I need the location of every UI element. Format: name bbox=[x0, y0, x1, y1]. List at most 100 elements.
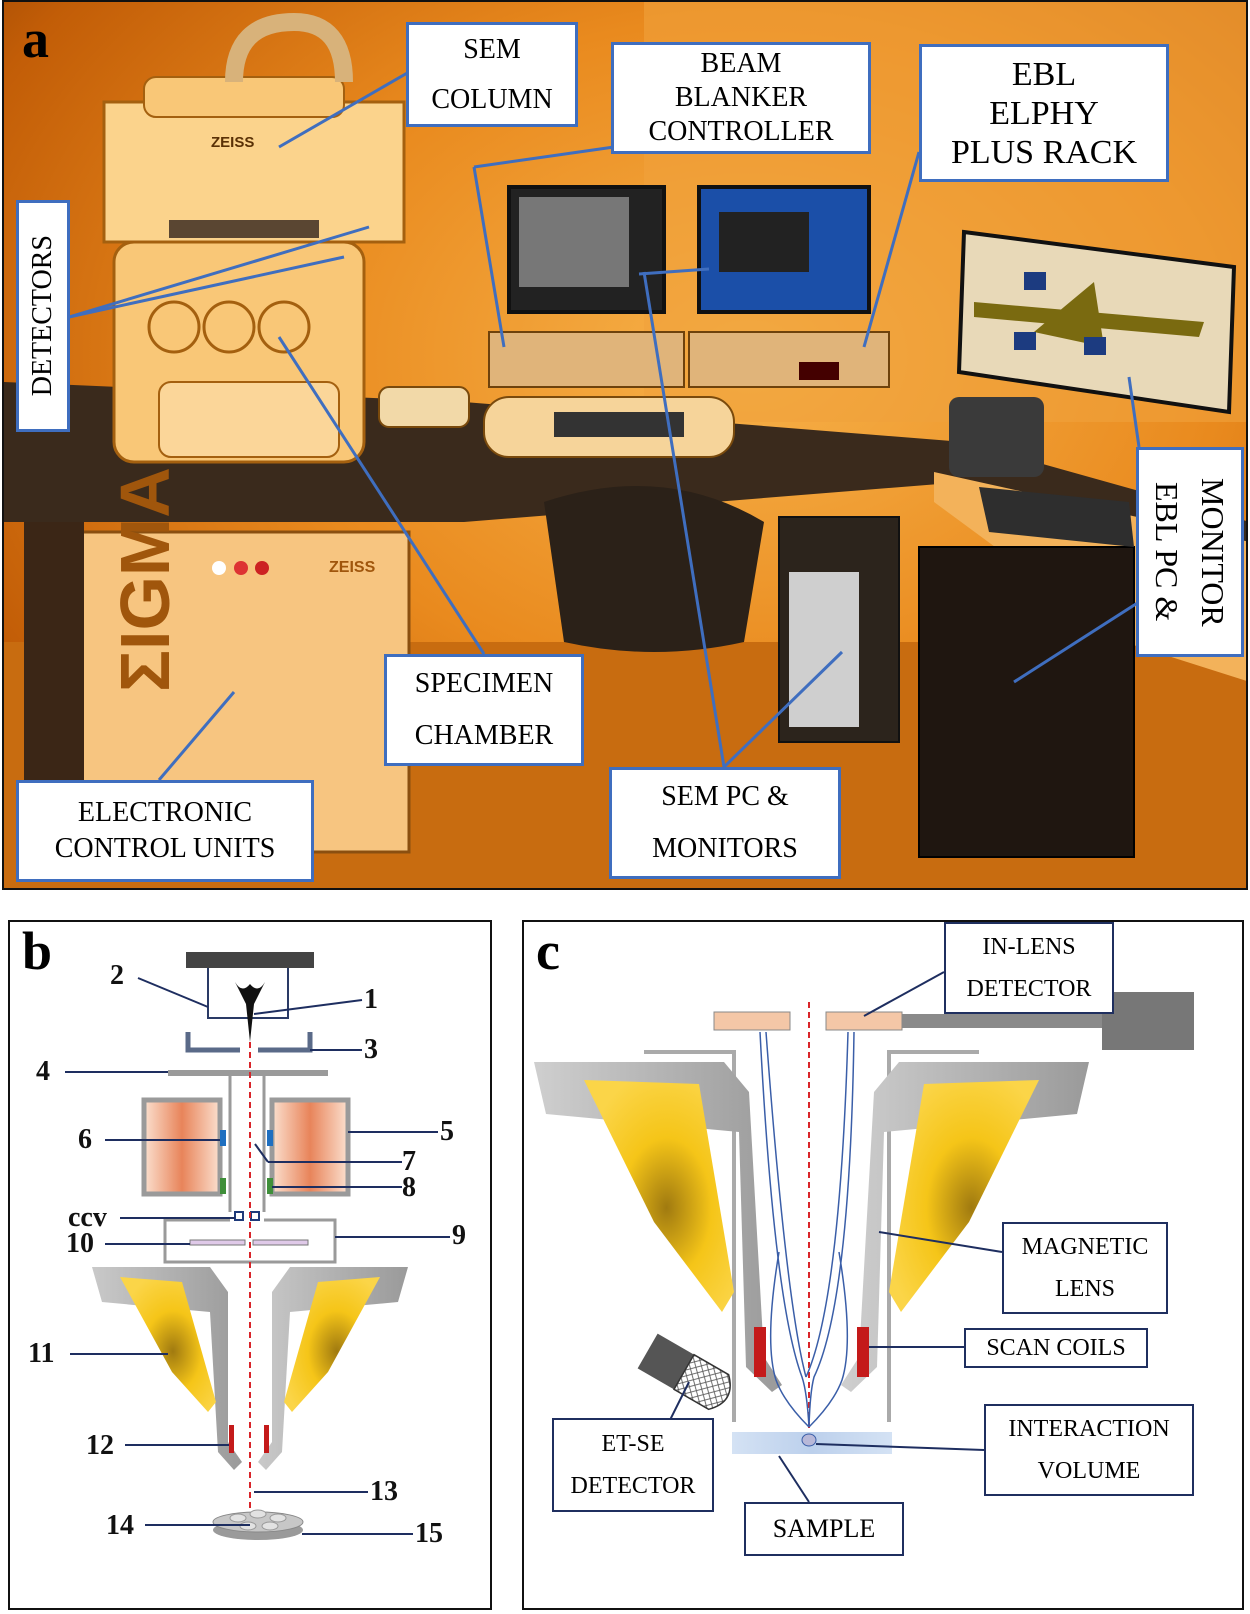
chamber-door bbox=[158, 381, 340, 458]
chamber-port-2 bbox=[202, 300, 256, 354]
coil-right bbox=[269, 1097, 351, 1197]
ccv-left bbox=[234, 1211, 244, 1221]
anode-left bbox=[185, 1032, 240, 1053]
callout-electronic: ELECTRONIC CONTROL UNITS bbox=[16, 780, 314, 882]
callout-specimen-line1: SPECIMEN bbox=[414, 668, 554, 699]
panel-b-leaders bbox=[65, 977, 450, 1535]
box-interaction: INTERACTION VOLUME bbox=[984, 1404, 1194, 1496]
panel-c-detector-schematic: c IN-LENS DETECTOR MAGNETIC LENS SCAN CO… bbox=[522, 920, 1244, 1610]
label-11: 11 bbox=[28, 1338, 55, 1369]
box-inlens-line1: IN-LENS bbox=[982, 934, 1076, 960]
panel-b-letter: b bbox=[22, 921, 53, 981]
callout-sem-column-line1: SEM bbox=[463, 33, 521, 65]
label-15: 15 bbox=[415, 1518, 443, 1549]
callout-sem-pc-line2: MONITORS bbox=[652, 833, 798, 864]
cabinet-button-red2 bbox=[255, 561, 269, 575]
ebl-pc-tower bbox=[918, 546, 1135, 858]
callout-sem-pc: SEM PC & MONITORS bbox=[609, 767, 841, 879]
rack-display bbox=[799, 362, 839, 380]
box-etse-line1: ET-SE bbox=[601, 1431, 665, 1457]
etse-body bbox=[637, 1333, 694, 1390]
ebl-square-3 bbox=[1014, 332, 1036, 350]
box-etse-line2: DETECTOR bbox=[570, 1473, 696, 1499]
callout-detectors-text: DETECTORS bbox=[27, 235, 58, 397]
aperture-green-right bbox=[267, 1178, 273, 1194]
callout-ebl-rack-line2: ELPHY bbox=[989, 94, 1099, 132]
label-9: 9 bbox=[452, 1220, 466, 1251]
callout-electronic-line2: CONTROL UNITS bbox=[54, 833, 276, 864]
aperture-blue-left bbox=[220, 1130, 226, 1146]
aperture-blue-right bbox=[267, 1130, 273, 1146]
elphy-rack bbox=[688, 331, 890, 388]
coil-left bbox=[141, 1097, 223, 1197]
lens-core-right bbox=[889, 1080, 1039, 1312]
cabinet-logo: ΣIGMA bbox=[106, 467, 184, 692]
callout-specimen-line2: CHAMBER bbox=[414, 720, 554, 751]
cabinet-brand: ZEISS bbox=[329, 559, 376, 576]
scan-coil-right bbox=[857, 1327, 869, 1377]
panel-b-column-schematic: b 2 1 3 4 5 6 7 8 ccv 9 10 11 12 13 14 1… bbox=[8, 920, 492, 1610]
ccv-right bbox=[250, 1211, 260, 1221]
sem-monitor-2-window bbox=[719, 212, 809, 272]
label-5: 5 bbox=[440, 1116, 454, 1147]
label-3: 3 bbox=[364, 1034, 378, 1065]
label-ccv: ccv bbox=[68, 1202, 107, 1233]
box-sample: SAMPLE bbox=[744, 1502, 904, 1556]
callout-leaders bbox=[68, 70, 1141, 781]
scan-coil-right bbox=[264, 1425, 269, 1453]
inlens-plate-left bbox=[713, 1011, 791, 1031]
joystick-panel bbox=[378, 386, 470, 428]
callout-beam-blanker: BEAM BLANKER CONTROLLER bbox=[611, 42, 871, 154]
label-6: 6 bbox=[78, 1124, 92, 1155]
callout-ebl-pc-line1: EBL PC & bbox=[1149, 482, 1185, 622]
callout-beam-blanker-line2: BLANKER bbox=[674, 82, 808, 113]
box-magnetic: MAGNETIC LENS bbox=[1002, 1222, 1168, 1314]
keyboard bbox=[554, 412, 684, 437]
chamber-port-1 bbox=[147, 300, 201, 354]
inlens-plate-right bbox=[825, 1011, 903, 1031]
box-interaction-line1: INTERACTION bbox=[1008, 1416, 1170, 1442]
column-ring bbox=[169, 220, 319, 238]
etse-grid bbox=[672, 1353, 731, 1411]
ebl-square-2 bbox=[1084, 337, 1106, 355]
scan-coil-left bbox=[229, 1425, 234, 1453]
panel-c-leaders bbox=[663, 971, 1003, 1503]
inlens-housing bbox=[1102, 992, 1194, 1050]
panel-a-photo: ΣIGMA ZEISS ZEISS bbox=[2, 0, 1248, 890]
interaction-bulb bbox=[801, 1433, 817, 1447]
aperture-10-left bbox=[189, 1239, 246, 1246]
callout-ebl-rack-line1: EBL bbox=[1011, 55, 1077, 93]
objective-left-lens bbox=[120, 1277, 216, 1412]
gun-base bbox=[186, 952, 314, 968]
label-8: 8 bbox=[402, 1172, 416, 1203]
label-1: 2 bbox=[110, 960, 124, 991]
liner-left bbox=[644, 1050, 736, 1422]
box-interaction-line2: VOLUME bbox=[1037, 1458, 1141, 1484]
panel-a-letter: a bbox=[22, 9, 49, 69]
column-schematic bbox=[65, 952, 450, 1540]
box-inlens: IN-LENS DETECTOR bbox=[944, 922, 1114, 1014]
callout-ebl-rack: EBL ELPHY PLUS RACK bbox=[919, 44, 1169, 182]
callout-ebl-rack-line3: PLUS RACK bbox=[950, 133, 1138, 171]
label-13: 13 bbox=[370, 1476, 398, 1507]
callout-detectors: DETECTORS bbox=[16, 200, 70, 432]
column-housing bbox=[102, 100, 406, 244]
label-4: 4 bbox=[36, 1056, 50, 1087]
liner-right bbox=[887, 1050, 979, 1422]
callout-sem-column-line2: COLUMN bbox=[431, 83, 553, 115]
callout-sem-pc-line1: SEM PC & bbox=[661, 781, 789, 812]
box-scan: SCAN COILS bbox=[964, 1328, 1148, 1368]
callout-beam-blanker-line3: CONTROLLER bbox=[648, 116, 834, 147]
detector-schematic bbox=[534, 971, 1194, 1503]
label-7: 7 bbox=[402, 1146, 416, 1177]
panel-c-letter: c bbox=[536, 921, 560, 981]
anode-right bbox=[258, 1032, 313, 1053]
label-2: 1 bbox=[364, 984, 378, 1015]
callout-ebl-pc: EBL PC & MONITOR bbox=[1136, 447, 1244, 657]
plate-4 bbox=[168, 1070, 328, 1076]
desk-phone bbox=[949, 397, 1044, 477]
inlens-arm bbox=[902, 1014, 1102, 1028]
chamber-port-3 bbox=[257, 300, 311, 354]
callout-ebl-pc-line2: MONITOR bbox=[1195, 477, 1231, 627]
box-scan-text: SCAN COILS bbox=[986, 1335, 1126, 1361]
